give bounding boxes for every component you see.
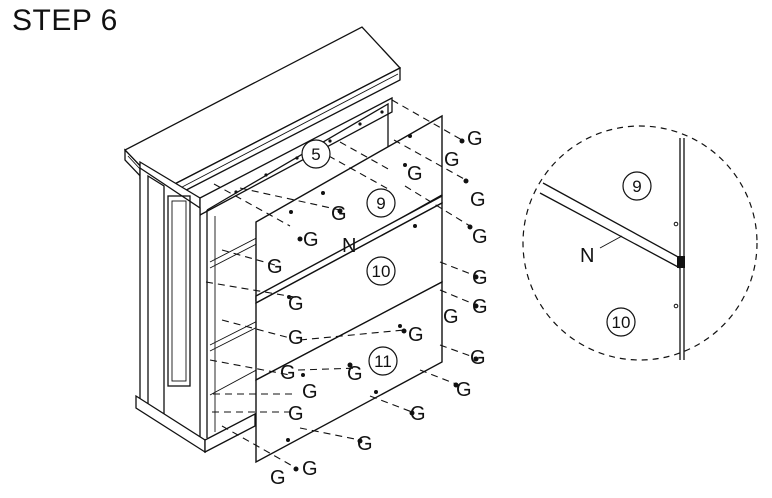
step-title: STEP 6 xyxy=(12,4,118,37)
screw-label-g: G xyxy=(288,403,304,425)
cabinet xyxy=(123,26,402,454)
screw-label-g: G xyxy=(470,189,486,211)
screw-labels: G G G G G G G G G G G G G G G G G G G G … xyxy=(267,128,488,489)
detail-callout-10: 10 xyxy=(606,307,636,337)
svg-text:11: 11 xyxy=(374,352,392,371)
detail-view: N 9 10 xyxy=(522,125,758,361)
screw-label-g: G xyxy=(267,256,283,278)
detail-rail-label-n: N xyxy=(580,245,594,267)
screw-label-g: G xyxy=(302,381,318,403)
screw-label-g: G xyxy=(303,229,319,251)
screw-label-g: G xyxy=(467,128,483,150)
screw-label-g: G xyxy=(470,347,486,369)
screw-label-g: G xyxy=(472,267,488,289)
back-panels xyxy=(255,114,443,464)
screw-guide-lines xyxy=(205,99,477,469)
screw-label-g: G xyxy=(444,149,460,171)
screw-label-g: G xyxy=(270,467,286,489)
screw-label-g: G xyxy=(456,379,472,401)
screw-label-g: G xyxy=(302,458,318,480)
svg-text:9: 9 xyxy=(376,194,385,213)
screw-label-g: G xyxy=(347,363,363,385)
svg-text:9: 9 xyxy=(632,177,641,196)
part-callout-9: 9 xyxy=(366,188,396,218)
screw-label-g: G xyxy=(331,203,347,225)
screw-label-g: G xyxy=(472,226,488,248)
rail-label-n: N xyxy=(342,235,356,257)
part-callout-10: 10 xyxy=(366,256,396,286)
screw-heads xyxy=(293,138,479,472)
svg-text:10: 10 xyxy=(612,313,631,332)
screw-label-g: G xyxy=(357,433,373,455)
part-callout-5: 5 xyxy=(301,139,331,169)
svg-text:10: 10 xyxy=(372,262,391,281)
part-callout-11: 11 xyxy=(368,346,398,376)
detail-callout-9: 9 xyxy=(622,171,652,201)
screw-label-g: G xyxy=(288,327,304,349)
screw-label-g: G xyxy=(408,324,424,346)
screw-label-g: G xyxy=(280,362,296,384)
screw-label-g: G xyxy=(410,403,426,425)
screw-label-g: G xyxy=(407,163,423,185)
svg-text:5: 5 xyxy=(311,145,320,164)
screw-label-g: G xyxy=(443,306,459,328)
screw-label-g: G xyxy=(288,293,304,315)
screw-label-g: G xyxy=(472,296,488,318)
